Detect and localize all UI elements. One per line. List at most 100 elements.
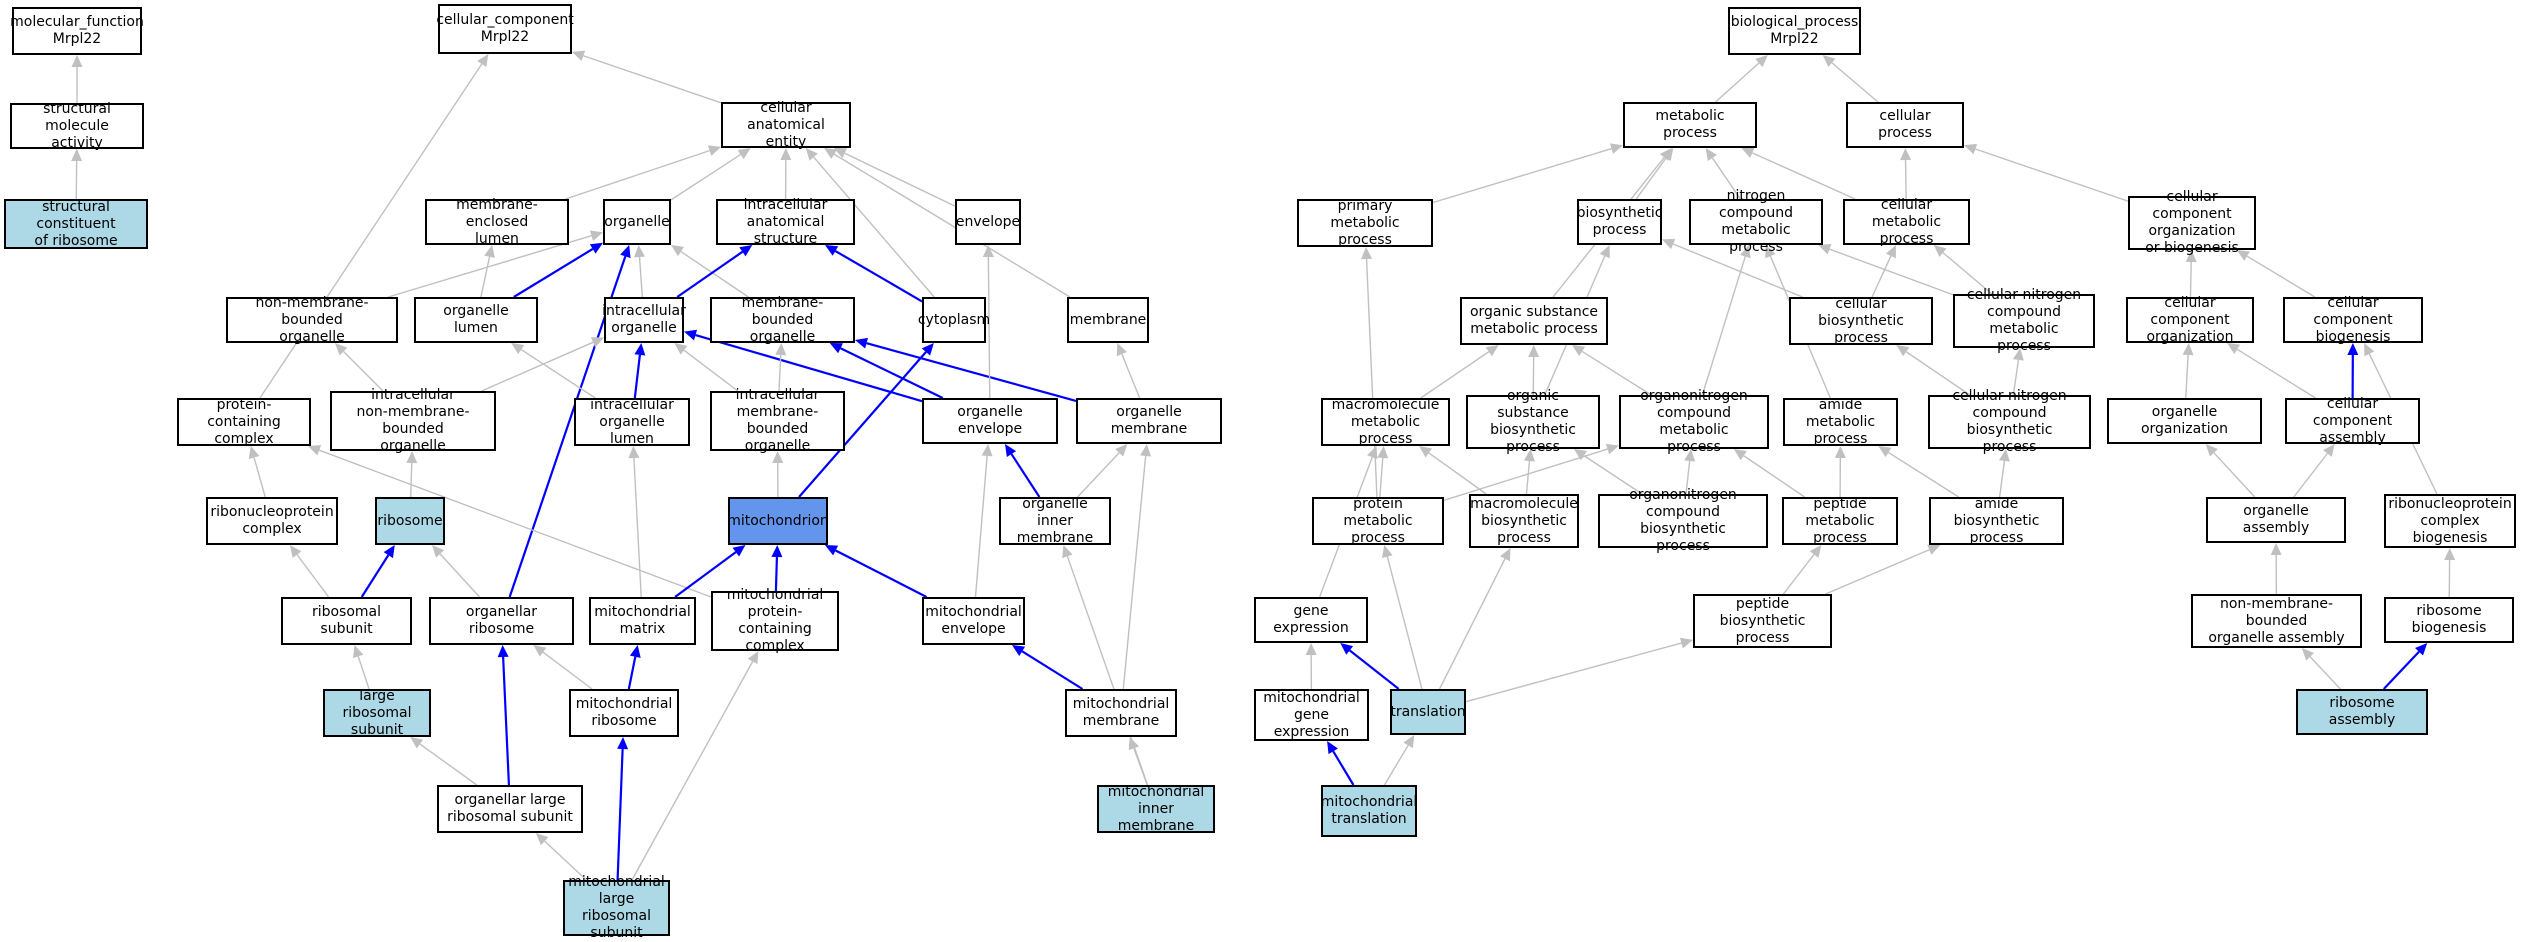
go-node-rnpc[interactable]: ribonucleoprotein complex [206,497,338,545]
edge-line [297,555,329,597]
go-node-olrs[interactable]: organellar large ribosomal subunit [437,785,583,833]
edge-line [1067,556,1147,785]
go-node-env[interactable]: envelope [955,199,1021,245]
edge-scr-to-sma [71,149,82,199]
go-node-label: biosynthetic process [1577,205,1663,239]
edge-ra-to-rb [2384,643,2428,689]
go-node-mbo[interactable]: membrane-bounded organelle [710,297,855,343]
edge-cmp-to-cellp [1900,148,1911,199]
go-node-pepmp[interactable]: peptide metabolic process [1782,497,1898,545]
edge-mbo-to-org [671,245,748,297]
go-node-cyt[interactable]: cytoplasm [922,297,986,343]
go-node-cco[interactable]: cellular component organization [2126,297,2254,343]
go-node-tr[interactable]: translation [1390,689,1466,735]
edge-mmat-to-iol [628,446,641,597]
go-node-cellp[interactable]: cellular process [1846,102,1964,148]
edge-arrowhead [410,737,423,748]
go-node-olu[interactable]: organelle lumen [414,297,538,343]
go-node-mlrs[interactable]: mitochondrial large ribosomal subunit [563,880,670,936]
go-node-bsp[interactable]: biosynthetic process [1577,199,1662,245]
go-node-sma[interactable]: structural molecule activity [10,103,144,149]
go-node-cc[interactable]: cellular_component Mrpl22 [438,4,572,54]
edge-arrowhead [1140,444,1151,456]
go-node-cbp[interactable]: cellular biosynthetic process [1789,297,1933,345]
go-node-org[interactable]: organelle [603,199,671,245]
go-node-amp[interactable]: amide metabolic process [1783,398,1898,446]
go-node-mim[interactable]: mitochondrial inner membrane [1097,785,1215,833]
edge-line [2000,461,2005,497]
edge-line [1826,550,1930,594]
go-node-mge[interactable]: mitochondrial gene expression [1254,689,1369,741]
go-node-mmp[interactable]: macromolecule metabolic process [1321,398,1450,446]
go-node-io[interactable]: intracellular organelle [604,297,684,343]
go-node-nmboa[interactable]: non-membrane-bounded organelle assembly [2191,594,2362,648]
go-node-oenv[interactable]: organelle envelope [922,398,1058,444]
go-node-rb[interactable]: ribosome biogenesis [2384,597,2514,643]
go-node-oo[interactable]: organelle organization [2107,398,2262,444]
go-node-mf[interactable]: molecular_function Mrpl22 [12,7,142,55]
go-node-cmp[interactable]: cellular metabolic process [1843,199,1970,245]
go-node-pcc[interactable]: protein-containing complex [177,398,311,446]
go-node-omem[interactable]: organelle membrane [1076,398,1222,444]
go-node-nmbo[interactable]: non-membrane-bounded organelle [226,297,398,343]
go-node-abp[interactable]: amide biosynthetic process [1929,497,2064,545]
go-node-ra[interactable]: ribosome assembly [2296,689,2428,735]
edge-ias-to-cae [780,148,791,199]
edge-mito-to-imbo [772,451,783,497]
go-node-mel[interactable]: membrane-enclosed lumen [425,199,569,245]
edge-arrowhead [1680,638,1693,649]
go-node-oim[interactable]: organelle inner membrane [999,497,1111,545]
edge-oncmp-to-ncmp [1702,245,1750,395]
go-node-mbp[interactable]: macromolecule biosynthetic process [1469,494,1579,548]
go-node-scr[interactable]: structural constituent of ribosome [4,199,148,249]
go-node-iol[interactable]: intracellular organelle lumen [574,398,690,446]
go-node-label: organelle lumen [420,303,532,337]
go-node-metp[interactable]: metabolic process [1623,102,1757,148]
go-node-ccb[interactable]: cellular component biogenesis [2283,297,2423,343]
go-node-ncmp[interactable]: nitrogen compound metabolic process [1689,199,1823,245]
go-node-cca[interactable]: cellular component assembly [2285,398,2420,444]
go-node-oncbp[interactable]: organonitrogen compound biosynthetic pro… [1598,494,1768,548]
go-node-mrib[interactable]: mitochondrial ribosome [569,689,679,737]
go-node-cncmp[interactable]: cellular nitrogen compound metabolic pro… [1953,294,2095,348]
edge-arrowhead [1878,446,1891,457]
edge-line [1433,149,1612,203]
go-node-mmem[interactable]: mitochondrial membrane [1065,689,1177,737]
edge-arrowhead [620,245,630,258]
go-node-prmp[interactable]: protein metabolic process [1312,497,1444,545]
go-node-mpcc[interactable]: mitochondrial protein-containing complex [711,591,839,651]
go-node-mem[interactable]: membrane [1067,297,1149,343]
go-node-ias[interactable]: intracellular anatomical structure [716,199,855,245]
go-node-ge[interactable]: gene expression [1254,597,1368,643]
edge-line [2310,657,2340,689]
go-node-menv[interactable]: mitochondrial envelope [922,597,1025,645]
go-node-mtr[interactable]: mitochondrial translation [1321,785,1417,837]
edge-line [1022,651,1082,689]
go-node-pmp[interactable]: primary metabolic process [1297,199,1433,247]
go-node-orib[interactable]: organellar ribosome [429,597,574,645]
go-node-mmat[interactable]: mitochondrial matrix [589,597,696,645]
go-node-rnpb[interactable]: ribonucleoprotein complex biogenesis [2384,494,2516,548]
go-node-oa[interactable]: organelle assembly [2206,497,2346,543]
go-node-ccob[interactable]: cellular component organization or bioge… [2128,196,2256,250]
go-node-oncmp[interactable]: organonitrogen compound metabolic proces… [1619,395,1769,449]
go-node-inmbo[interactable]: intracellular non-membrane-bounded organ… [330,391,496,451]
go-node-pbp[interactable]: peptide biosynthetic process [1693,594,1832,648]
go-node-mito[interactable]: mitochondrion [728,497,828,545]
go-node-rib[interactable]: ribosome [375,497,445,545]
edge-arrowhead [533,645,546,657]
go-node-bp[interactable]: biological_process Mrpl22 [1728,7,1861,55]
edge-arrowhead [498,645,509,657]
go-node-imbo[interactable]: intracellular membrane-bounded organelle [710,391,845,451]
go-node-osbp[interactable]: organic substance biosynthetic process [1466,395,1600,449]
edge-cncmp-to-ncmp [1818,244,1953,295]
edge-line [1387,557,1422,689]
edge-orib-to-rib [432,545,480,597]
edge-line [845,153,955,206]
go-node-cae[interactable]: cellular anatomical entity [721,102,851,148]
go-node-label: mitochondrial protein-containing complex [717,587,833,655]
go-node-cncbp[interactable]: cellular nitrogen compound biosynthetic … [1928,395,2091,449]
go-node-osmp[interactable]: organic substance metabolic process [1460,297,1608,345]
go-node-lrsu[interactable]: large ribosomal subunit [323,689,431,737]
go-node-rsu[interactable]: ribosomal subunit [281,597,412,645]
